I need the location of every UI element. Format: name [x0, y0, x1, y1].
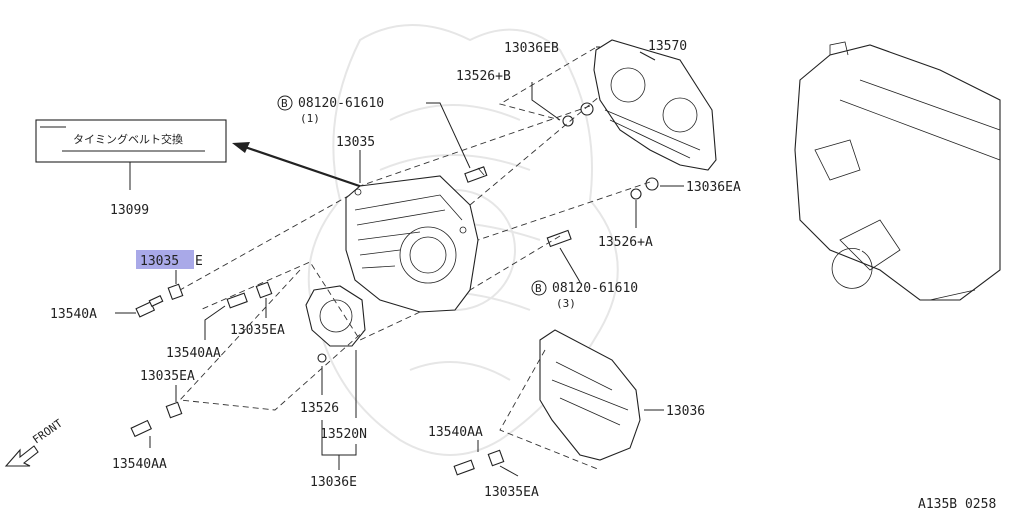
label-13035EA-2: 13035EA: [140, 369, 195, 384]
assembly-guide-lines: [179, 47, 651, 471]
highlight-box: [136, 250, 194, 269]
grommet-right: [630, 177, 659, 200]
bolt-13540A: [135, 295, 164, 318]
bolt1-marker: [277, 95, 293, 111]
bolt3-marker: [531, 280, 547, 296]
label-13540A: 13540A: [50, 307, 97, 322]
bolt3-marker-text: B: [535, 282, 542, 295]
label-13036: 13036: [666, 404, 705, 419]
bolt-upper: [464, 166, 488, 183]
label-13036EA: 13036EA: [686, 180, 741, 195]
label-13035EA-1: 13035EA: [230, 323, 285, 338]
front-indicator: FRONT: [4, 417, 65, 467]
label-13540AA-3: 13540AA: [428, 425, 483, 440]
gasket-13520N: [305, 285, 366, 347]
rear-timing-cover: [593, 39, 717, 171]
label-13035EA-3: 13035EA: [484, 485, 539, 500]
label-13526: 13526: [300, 401, 339, 416]
label-card: タイミングベルト交換: [35, 119, 227, 163]
bolt1-marker-text: B: [281, 97, 288, 110]
grommet-13035E: [167, 283, 184, 301]
lower-timing-cover: [539, 329, 641, 461]
label-card-text: タイミングベルト交換: [73, 132, 183, 146]
label-bolt1-code: 08120-61610: [298, 96, 384, 111]
label-13570: 13570: [648, 39, 687, 54]
label-bolt1-qty: (1): [300, 112, 320, 125]
bolt-13540AA-bottom: [453, 449, 505, 476]
label-13035E-main: 13035: [140, 254, 179, 269]
bolt-lower: [546, 229, 572, 248]
front-timing-cover: [345, 175, 479, 313]
label-13036E: 13036E: [310, 475, 357, 490]
label-13099: 13099: [110, 203, 149, 218]
label-13540AA-2: 13540AA: [112, 457, 167, 472]
figure-id: A135B 0258: [918, 497, 996, 511]
label-13520N: 13520N: [320, 427, 367, 442]
arrow-to-label-card: [232, 142, 381, 195]
label-13526A: 13526+A: [598, 235, 653, 250]
engine-block: [794, 41, 1001, 301]
label-13540AA-1: 13540AA: [166, 346, 221, 361]
label-front: FRONT: [30, 417, 65, 447]
label-bolt3-code: 08120-61610: [552, 281, 638, 296]
label-13526B: 13526+B: [456, 69, 511, 84]
label-13036EB: 13036EB: [504, 41, 559, 56]
oring-13526: [317, 353, 327, 363]
label-13035: 13035: [336, 135, 375, 150]
label-bolt3-qty: (3): [556, 297, 576, 310]
bolt-13540AA-upper: [226, 281, 273, 309]
label-13035E-suffix: E: [195, 254, 203, 269]
bolt-13540AA-lower: [130, 401, 183, 438]
